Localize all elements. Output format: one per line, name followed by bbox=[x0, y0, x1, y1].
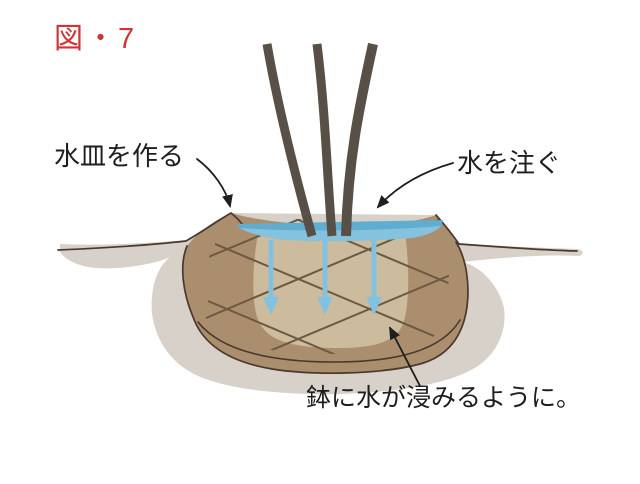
seep-arrow-head bbox=[263, 297, 279, 315]
wrapping-line bbox=[207, 240, 450, 345]
label-make-water-saucer: 水皿を作る bbox=[54, 141, 185, 171]
tree-trunk-right bbox=[341, 42, 378, 237]
wrapping-line bbox=[207, 300, 363, 354]
planting-hole-outline bbox=[181, 241, 469, 374]
water-seep-arrow-right bbox=[366, 240, 382, 315]
pointer-arrow-to-root-ball bbox=[389, 326, 421, 387]
ground-surface-outline-right bbox=[435, 214, 578, 252]
label-pour-water: 水を注ぐ bbox=[457, 148, 562, 178]
tree-trunk-left bbox=[262, 43, 317, 238]
pointer-arrow-to-water bbox=[376, 162, 454, 209]
figure-number-label: 図・7 bbox=[54, 23, 138, 55]
ground-surface-outline-left bbox=[57, 211, 243, 251]
water-surface-main-layer bbox=[240, 226, 441, 242]
label-water-soak-into-root-ball: 鉢に水が浸みるように。 bbox=[306, 384, 582, 412]
water-seep-arrow-middle bbox=[317, 240, 333, 315]
seep-arrow-head bbox=[366, 297, 382, 315]
root-ball-shape bbox=[253, 233, 409, 349]
hole-bottom-line bbox=[197, 319, 461, 363]
pointer-arrow-to-saucer-rim bbox=[196, 158, 233, 208]
tree-trunk-middle bbox=[312, 43, 337, 237]
annotation-arrows bbox=[196, 158, 454, 387]
water-surface-top-layer bbox=[237, 220, 443, 231]
wrapping-line bbox=[247, 273, 450, 354]
water-seep-arrow-left bbox=[263, 240, 279, 315]
seep-arrow-head bbox=[317, 297, 333, 315]
